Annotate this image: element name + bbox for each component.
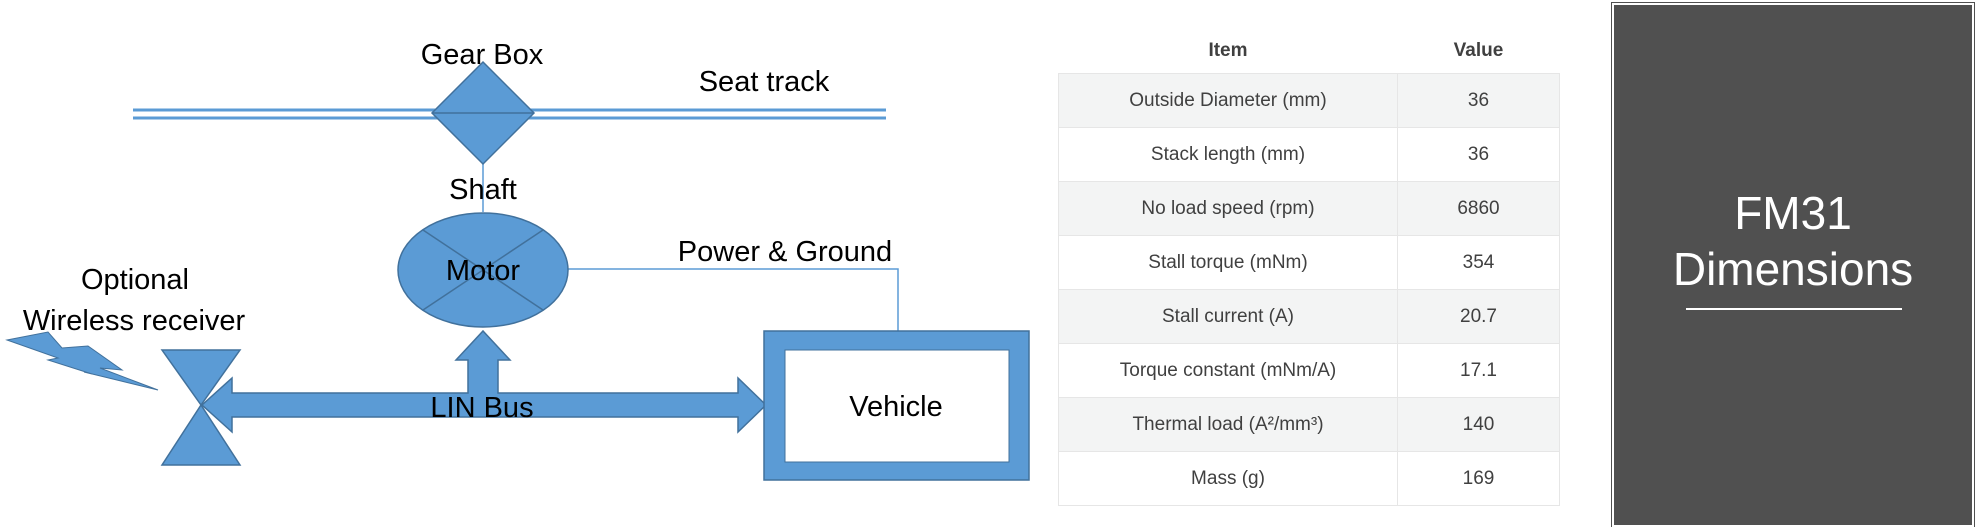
optional-label: Optional [81,264,189,296]
lin-bus-arrow [200,329,768,434]
power-ground-label: Power & Ground [678,236,892,268]
table-header-row: Item Value [1058,28,1560,74]
wireless-receiver-shape [160,349,242,466]
title-box: FM31 Dimensions [1611,2,1975,527]
shaft-label: Shaft [449,174,517,206]
value-cell: 169 [1397,451,1560,506]
lin-bus-label: LIN Bus [430,392,533,424]
item-cell: Outside Diameter (mm) [1058,73,1398,128]
motor-shape [397,212,569,328]
table-row: Thermal load (A²/mm³) 140 [1058,397,1560,452]
value-cell: 20.7 [1397,289,1560,344]
lightning-bolt-icon [5,331,159,391]
value-cell: 17.1 [1397,343,1560,398]
value-cell: 354 [1397,235,1560,290]
value-cell: 6860 [1397,181,1560,236]
wireless-receiver-label: Wireless receiver [23,305,246,337]
table-row: Torque constant (mNm/A) 17.1 [1058,343,1560,398]
item-cell: Thermal load (A²/mm³) [1058,397,1398,452]
table-row: Mass (g) 169 [1058,451,1560,506]
table-row: Stack length (mm) 36 [1058,127,1560,182]
specification-table: Item Value Outside Diameter (mm) 36 Stac… [1058,28,1560,506]
table-row: Stall current (A) 20.7 [1058,289,1560,344]
value-cell: 140 [1397,397,1560,452]
value-cell: 36 [1397,73,1560,128]
slide-title: FM31 Dimensions [1614,185,1972,297]
motor-label: Motor [446,255,520,287]
vehicle-label: Vehicle [849,391,943,423]
table-row: Outside Diameter (mm) 36 [1058,73,1560,128]
title-panel: FM31 Dimensions [1609,0,1977,527]
value-cell: 36 [1397,127,1560,182]
title-line-1: FM31 [1734,187,1852,239]
title-line-2: Dimensions [1672,243,1914,295]
item-cell: Stall torque (mNm) [1058,235,1398,290]
item-cell: Mass (g) [1058,451,1398,506]
item-cell: Stall current (A) [1058,289,1398,344]
item-column-header: Item [1058,28,1398,74]
table-row: Stall torque (mNm) 354 [1058,235,1560,290]
gear-box-label: Gear Box [421,39,544,71]
seat-track-label: Seat track [699,66,830,98]
table-row: No load speed (rpm) 6860 [1058,181,1560,236]
item-cell: Torque constant (mNm/A) [1058,343,1398,398]
vehicle-box [763,330,1030,481]
gear-box-shape [430,60,536,166]
system-diagram: Gear Box Seat track Shaft Motor Power & … [5,39,1030,481]
item-cell: Stack length (mm) [1058,127,1398,182]
item-cell: No load speed (rpm) [1058,181,1398,236]
title-underline [1686,308,1902,310]
value-column-header: Value [1397,28,1560,74]
power-ground-line [568,268,899,331]
